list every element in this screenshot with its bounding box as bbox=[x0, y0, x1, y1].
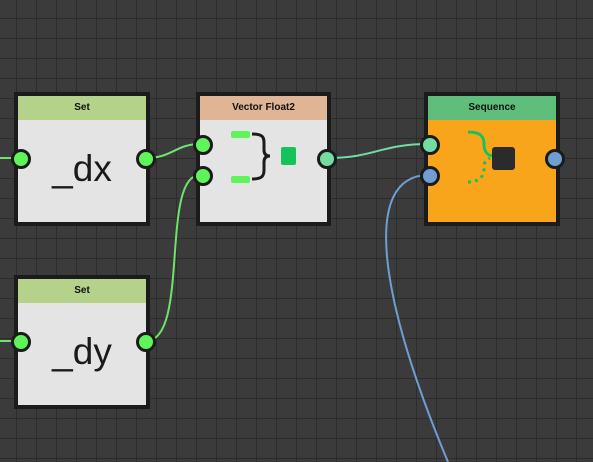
vector-float2-node-header[interactable]: Vector Float2 bbox=[200, 96, 327, 120]
vector-compose-icon bbox=[231, 131, 296, 183]
set-dy-input-pin[interactable] bbox=[11, 332, 31, 352]
sequence-node-body[interactable] bbox=[428, 120, 556, 222]
set-dx-node-header[interactable]: Set bbox=[18, 96, 146, 120]
sequence-node-header[interactable]: Sequence bbox=[428, 96, 556, 120]
sequence-exec-input-pin[interactable] bbox=[420, 166, 440, 186]
set-dx-node-body[interactable]: _dx bbox=[18, 120, 146, 222]
sequence-node[interactable]: Sequence bbox=[424, 92, 560, 226]
set-dx-input-pin[interactable] bbox=[11, 149, 31, 169]
set-dy-variable-name: _dy bbox=[52, 330, 112, 372]
wire-dy-to-vector-y[interactable] bbox=[145, 174, 201, 342]
sequence-icon bbox=[467, 130, 515, 184]
vector-float2-node[interactable]: Vector Float2 bbox=[196, 92, 331, 226]
set-dx-variable-name: _dx bbox=[52, 147, 112, 189]
set-dx-output-pin[interactable] bbox=[136, 149, 156, 169]
set-dx-node[interactable]: Set _dx bbox=[14, 92, 150, 226]
wire-vector-to-sequence[interactable] bbox=[326, 143, 430, 159]
set-dy-node-body[interactable]: _dy bbox=[18, 303, 146, 405]
vector-output-pin[interactable] bbox=[317, 149, 337, 169]
set-dy-node-header[interactable]: Set bbox=[18, 279, 146, 303]
vector-y-input-pin[interactable] bbox=[193, 166, 213, 186]
sequence-input-pin[interactable] bbox=[420, 135, 440, 155]
vector-x-input-pin[interactable] bbox=[193, 135, 213, 155]
set-dy-output-pin[interactable] bbox=[136, 332, 156, 352]
sequence-exec-output-pin[interactable] bbox=[545, 149, 565, 169]
vector-float2-node-body[interactable] bbox=[200, 120, 327, 222]
set-dy-node[interactable]: Set _dy bbox=[14, 275, 150, 409]
